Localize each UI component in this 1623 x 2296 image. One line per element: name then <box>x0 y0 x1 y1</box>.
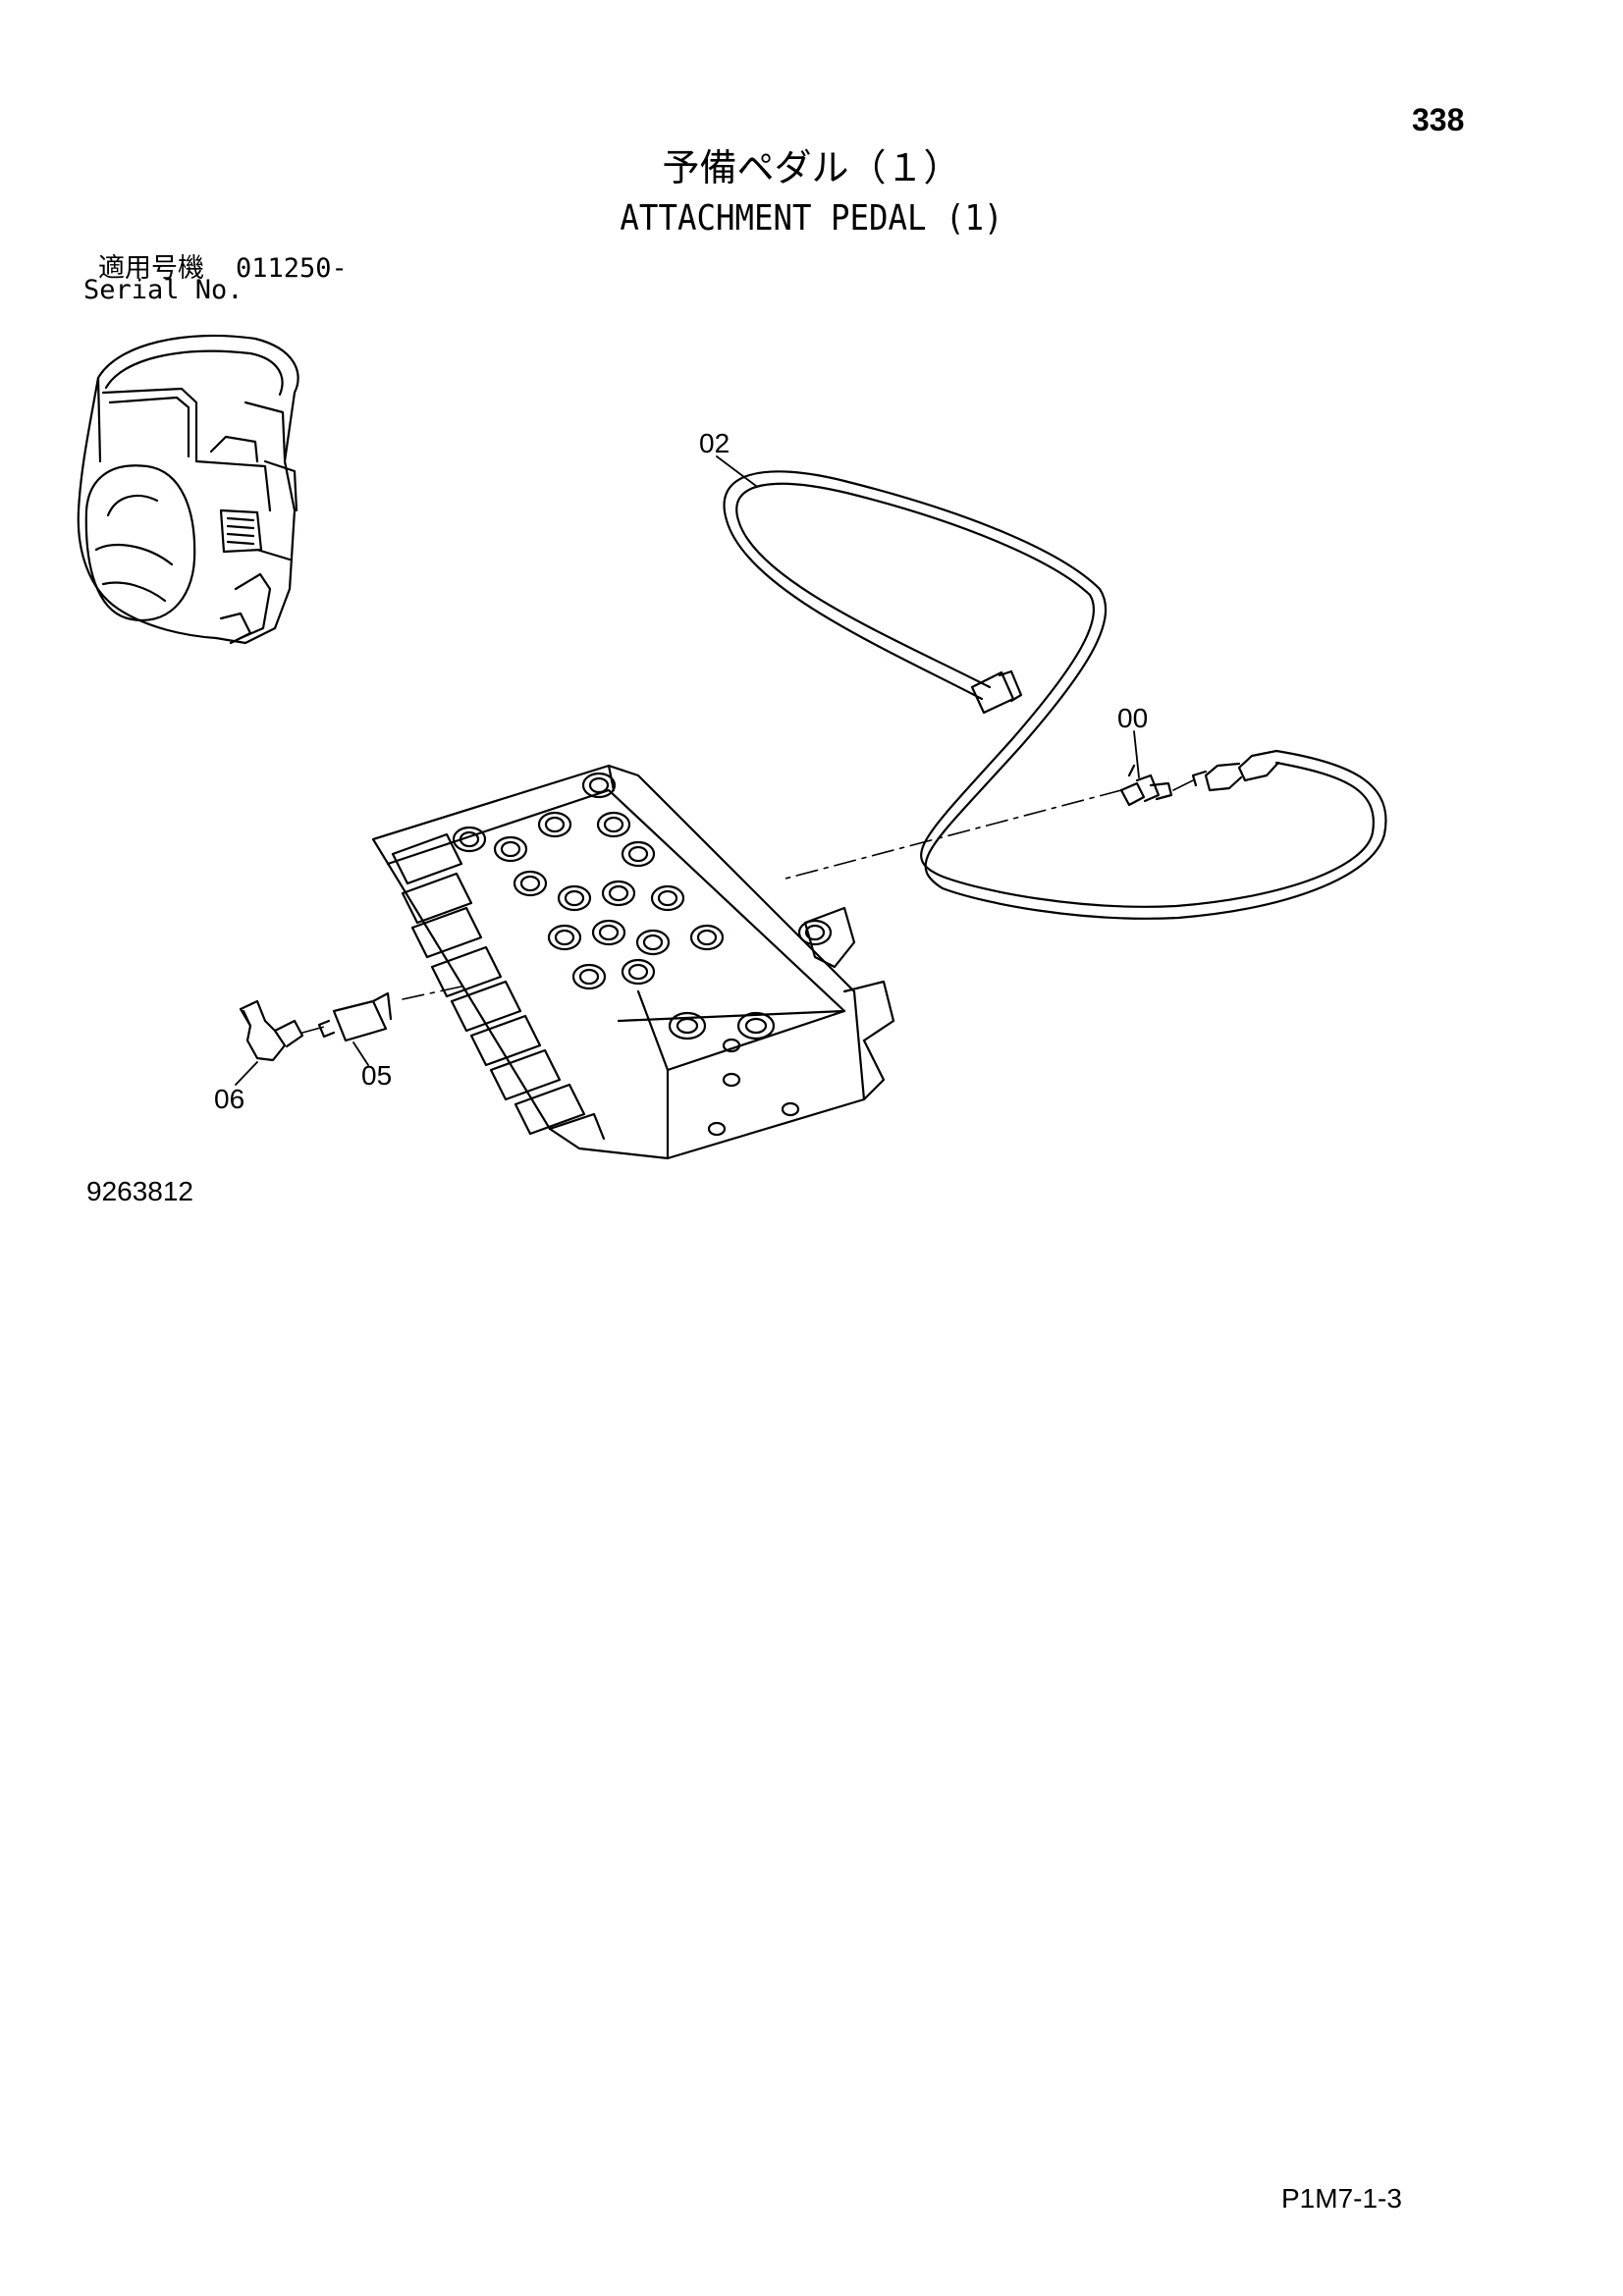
serial-label-english: Serial No. <box>83 275 243 305</box>
page-title-english: ATTACHMENT PEDAL (1) <box>620 198 1003 239</box>
serial-range: 011250- <box>236 253 348 284</box>
page-number: 338 <box>1412 102 1465 137</box>
callout-hose: 02 <box>699 428 730 458</box>
callout-connector: 05 <box>361 1060 393 1091</box>
leader-lines <box>235 455 1140 1086</box>
callout-adapter: 00 <box>1117 703 1149 733</box>
figure-number: 9263812 <box>86 1176 194 1206</box>
cab-overview-illustration <box>77 334 299 645</box>
assembly-centerlines <box>301 779 1194 1034</box>
callout-elbow: 06 <box>214 1084 245 1114</box>
page-code: P1M7-1-3 <box>1281 2183 1402 2214</box>
hose-end-fittings <box>1191 749 1280 792</box>
page-title-japanese: 予備ペダル（１） <box>662 146 961 189</box>
hose-02 <box>723 470 1387 920</box>
elbow-06 <box>239 999 304 1062</box>
serial-label-japanese: 適用号機 <box>98 253 204 284</box>
control-valve <box>371 764 895 1160</box>
adapter-00 <box>1119 764 1173 807</box>
connector-05 <box>317 991 393 1042</box>
